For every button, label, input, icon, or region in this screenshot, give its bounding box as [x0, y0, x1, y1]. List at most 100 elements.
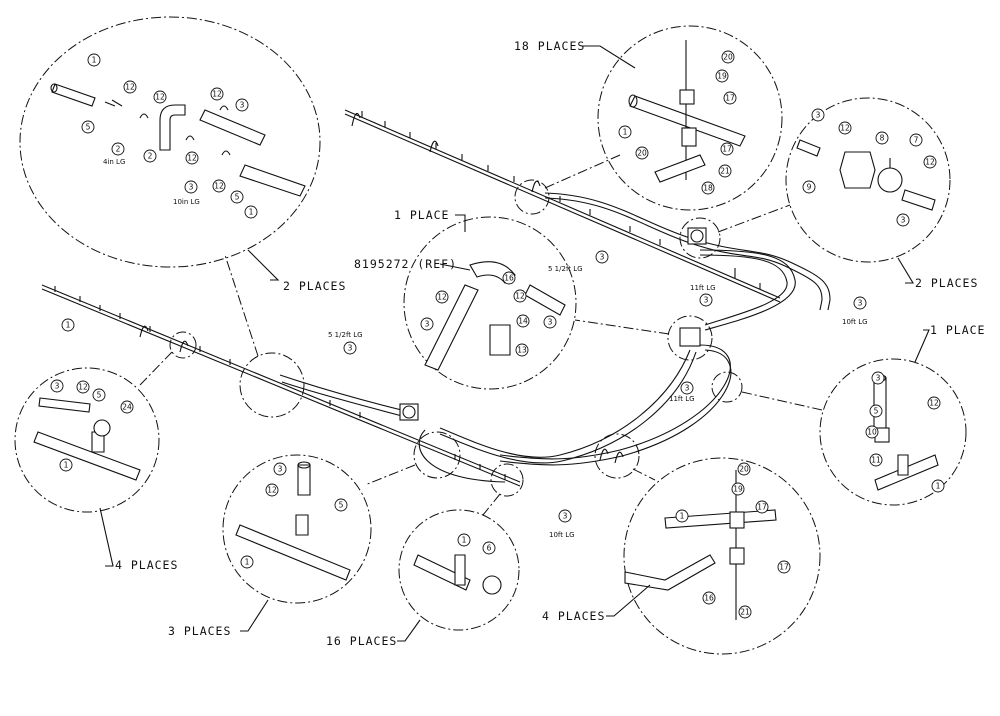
detail-circle-right-top — [785, 97, 951, 263]
detail-circle-top-center — [597, 25, 783, 211]
part-callout-number: 12 — [187, 154, 197, 163]
part-callout-3: 3 — [595, 250, 609, 264]
part-callout-3: 3 — [184, 180, 198, 194]
length-label-10in: 10in LG — [173, 198, 200, 206]
part-callout-19: 19 — [731, 482, 745, 496]
detail-circle-bottom-right — [623, 457, 821, 655]
hose-11ft-upper — [699, 249, 796, 331]
part-callout-3: 3 — [558, 509, 572, 523]
zoom-circle — [594, 433, 640, 479]
part-callout-17: 17 — [723, 91, 737, 105]
part-callout-12: 12 — [513, 289, 527, 303]
places-label-right-top: 2 PLACES — [915, 276, 979, 290]
hose-10ft-upper — [544, 192, 831, 311]
part-callout-number: 1 — [245, 558, 250, 567]
part-callout-number: 3 — [816, 111, 821, 120]
part-callout-number: 12 — [515, 292, 525, 301]
part-callout-12: 12 — [76, 380, 90, 394]
part-callout-16: 16 — [502, 271, 516, 285]
part-callout-number: 21 — [720, 167, 730, 176]
part-callout-3: 3 — [811, 108, 825, 122]
part-callout-1: 1 — [244, 205, 258, 219]
part-callout-number: 5 — [97, 391, 102, 400]
part-callout-5: 5 — [869, 404, 883, 418]
length-label-11ft-lower: 11ft LG — [669, 395, 695, 403]
part-callout-3: 3 — [853, 296, 867, 310]
part-callout-number: 5 — [874, 407, 879, 416]
part-callout-1: 1 — [675, 509, 689, 523]
part-callout-number: 3 — [563, 512, 568, 521]
part-callout-10: 10 — [865, 425, 879, 439]
part-callout-12: 12 — [123, 80, 137, 94]
part-callout-number: 12 — [267, 486, 277, 495]
part-callout-3: 3 — [680, 381, 694, 395]
part-callout-17: 17 — [777, 560, 791, 574]
part-callout-11: 11 — [869, 453, 883, 467]
part-callout-number: 3 — [240, 101, 245, 110]
zoom-circle — [239, 352, 305, 418]
part-callout-number: 1 — [680, 512, 685, 521]
part-callout-number: 19 — [733, 485, 743, 494]
part-callout-number: 13 — [517, 346, 527, 355]
length-label-10ft-bottom: 10ft LG — [549, 531, 575, 539]
part-callout-number: 8 — [880, 134, 885, 143]
part-callout-number: 12 — [125, 83, 135, 92]
part-callout-number: 20 — [637, 149, 647, 158]
part-callout-number: 6 — [487, 544, 492, 553]
part-callout-number: 16 — [704, 594, 714, 603]
detail-left-bottom-parts — [33, 397, 141, 481]
detail-circles — [14, 16, 967, 655]
part-callout-number: 16 — [504, 274, 514, 283]
part-callout-number: 1 — [92, 56, 97, 65]
detail-bottom-mid-parts — [413, 554, 502, 595]
part-callout-3: 3 — [871, 371, 885, 385]
part-callout-number: 21 — [740, 608, 750, 617]
part-callout-number: 7 — [914, 136, 919, 145]
boom-pipe-upper — [344, 109, 781, 299]
hose-11ft-lower — [439, 349, 691, 458]
zoom-circle — [667, 315, 713, 361]
part-callout-1: 1 — [59, 458, 73, 472]
part-callout-number: 2 — [148, 152, 153, 161]
part-callout-number: 3 — [425, 320, 430, 329]
part-callout-number: 5 — [86, 123, 91, 132]
part-callout-3: 3 — [543, 315, 557, 329]
part-callout-number: 12 — [925, 158, 935, 167]
detail-bottom-right-parts — [624, 470, 777, 620]
part-callout-2: 2 — [143, 149, 157, 163]
part-callout-1: 1 — [87, 53, 101, 67]
part-callout-12: 12 — [838, 121, 852, 135]
part-callout-19: 19 — [715, 69, 729, 83]
part-callout-5: 5 — [81, 120, 95, 134]
part-callout-20: 20 — [635, 146, 649, 160]
part-callout-number: 3 — [278, 465, 283, 474]
part-callout-number: 14 — [518, 317, 528, 326]
part-callout-number: 1 — [249, 208, 254, 217]
part-callout-12: 12 — [927, 396, 941, 410]
part-callout-number: 11 — [871, 456, 881, 465]
detail-circle-left-bottom — [14, 367, 160, 513]
part-callout-2: 2 — [111, 142, 125, 156]
length-label-10ft-right: 10ft LG — [842, 318, 868, 326]
part-callout-5: 5 — [92, 388, 106, 402]
part-callout-16: 16 — [702, 591, 716, 605]
part-callout-20: 20 — [737, 462, 751, 476]
part-callout-number: 12 — [929, 399, 939, 408]
part-callout-3: 3 — [420, 317, 434, 331]
part-callout-1: 1 — [457, 533, 471, 547]
part-callout-number: 12 — [212, 90, 222, 99]
part-callout-number: 17 — [779, 563, 789, 572]
detail-bottom-left-parts — [235, 461, 351, 581]
part-callout-3: 3 — [343, 341, 357, 355]
part-callout-12: 12 — [923, 155, 937, 169]
zoom-circle — [169, 331, 197, 359]
part-callout-5: 5 — [230, 190, 244, 204]
detail-circle-bottom-mid — [398, 509, 520, 631]
places-label-bottom-right: 4 PLACES — [542, 609, 606, 623]
part-callout-17: 17 — [755, 500, 769, 514]
part-callout-number: 12 — [840, 124, 850, 133]
part-callout-number: 3 — [901, 216, 906, 225]
part-callout-12: 12 — [185, 151, 199, 165]
length-label-5half-upper: 5 1/2ft LG — [548, 265, 583, 273]
